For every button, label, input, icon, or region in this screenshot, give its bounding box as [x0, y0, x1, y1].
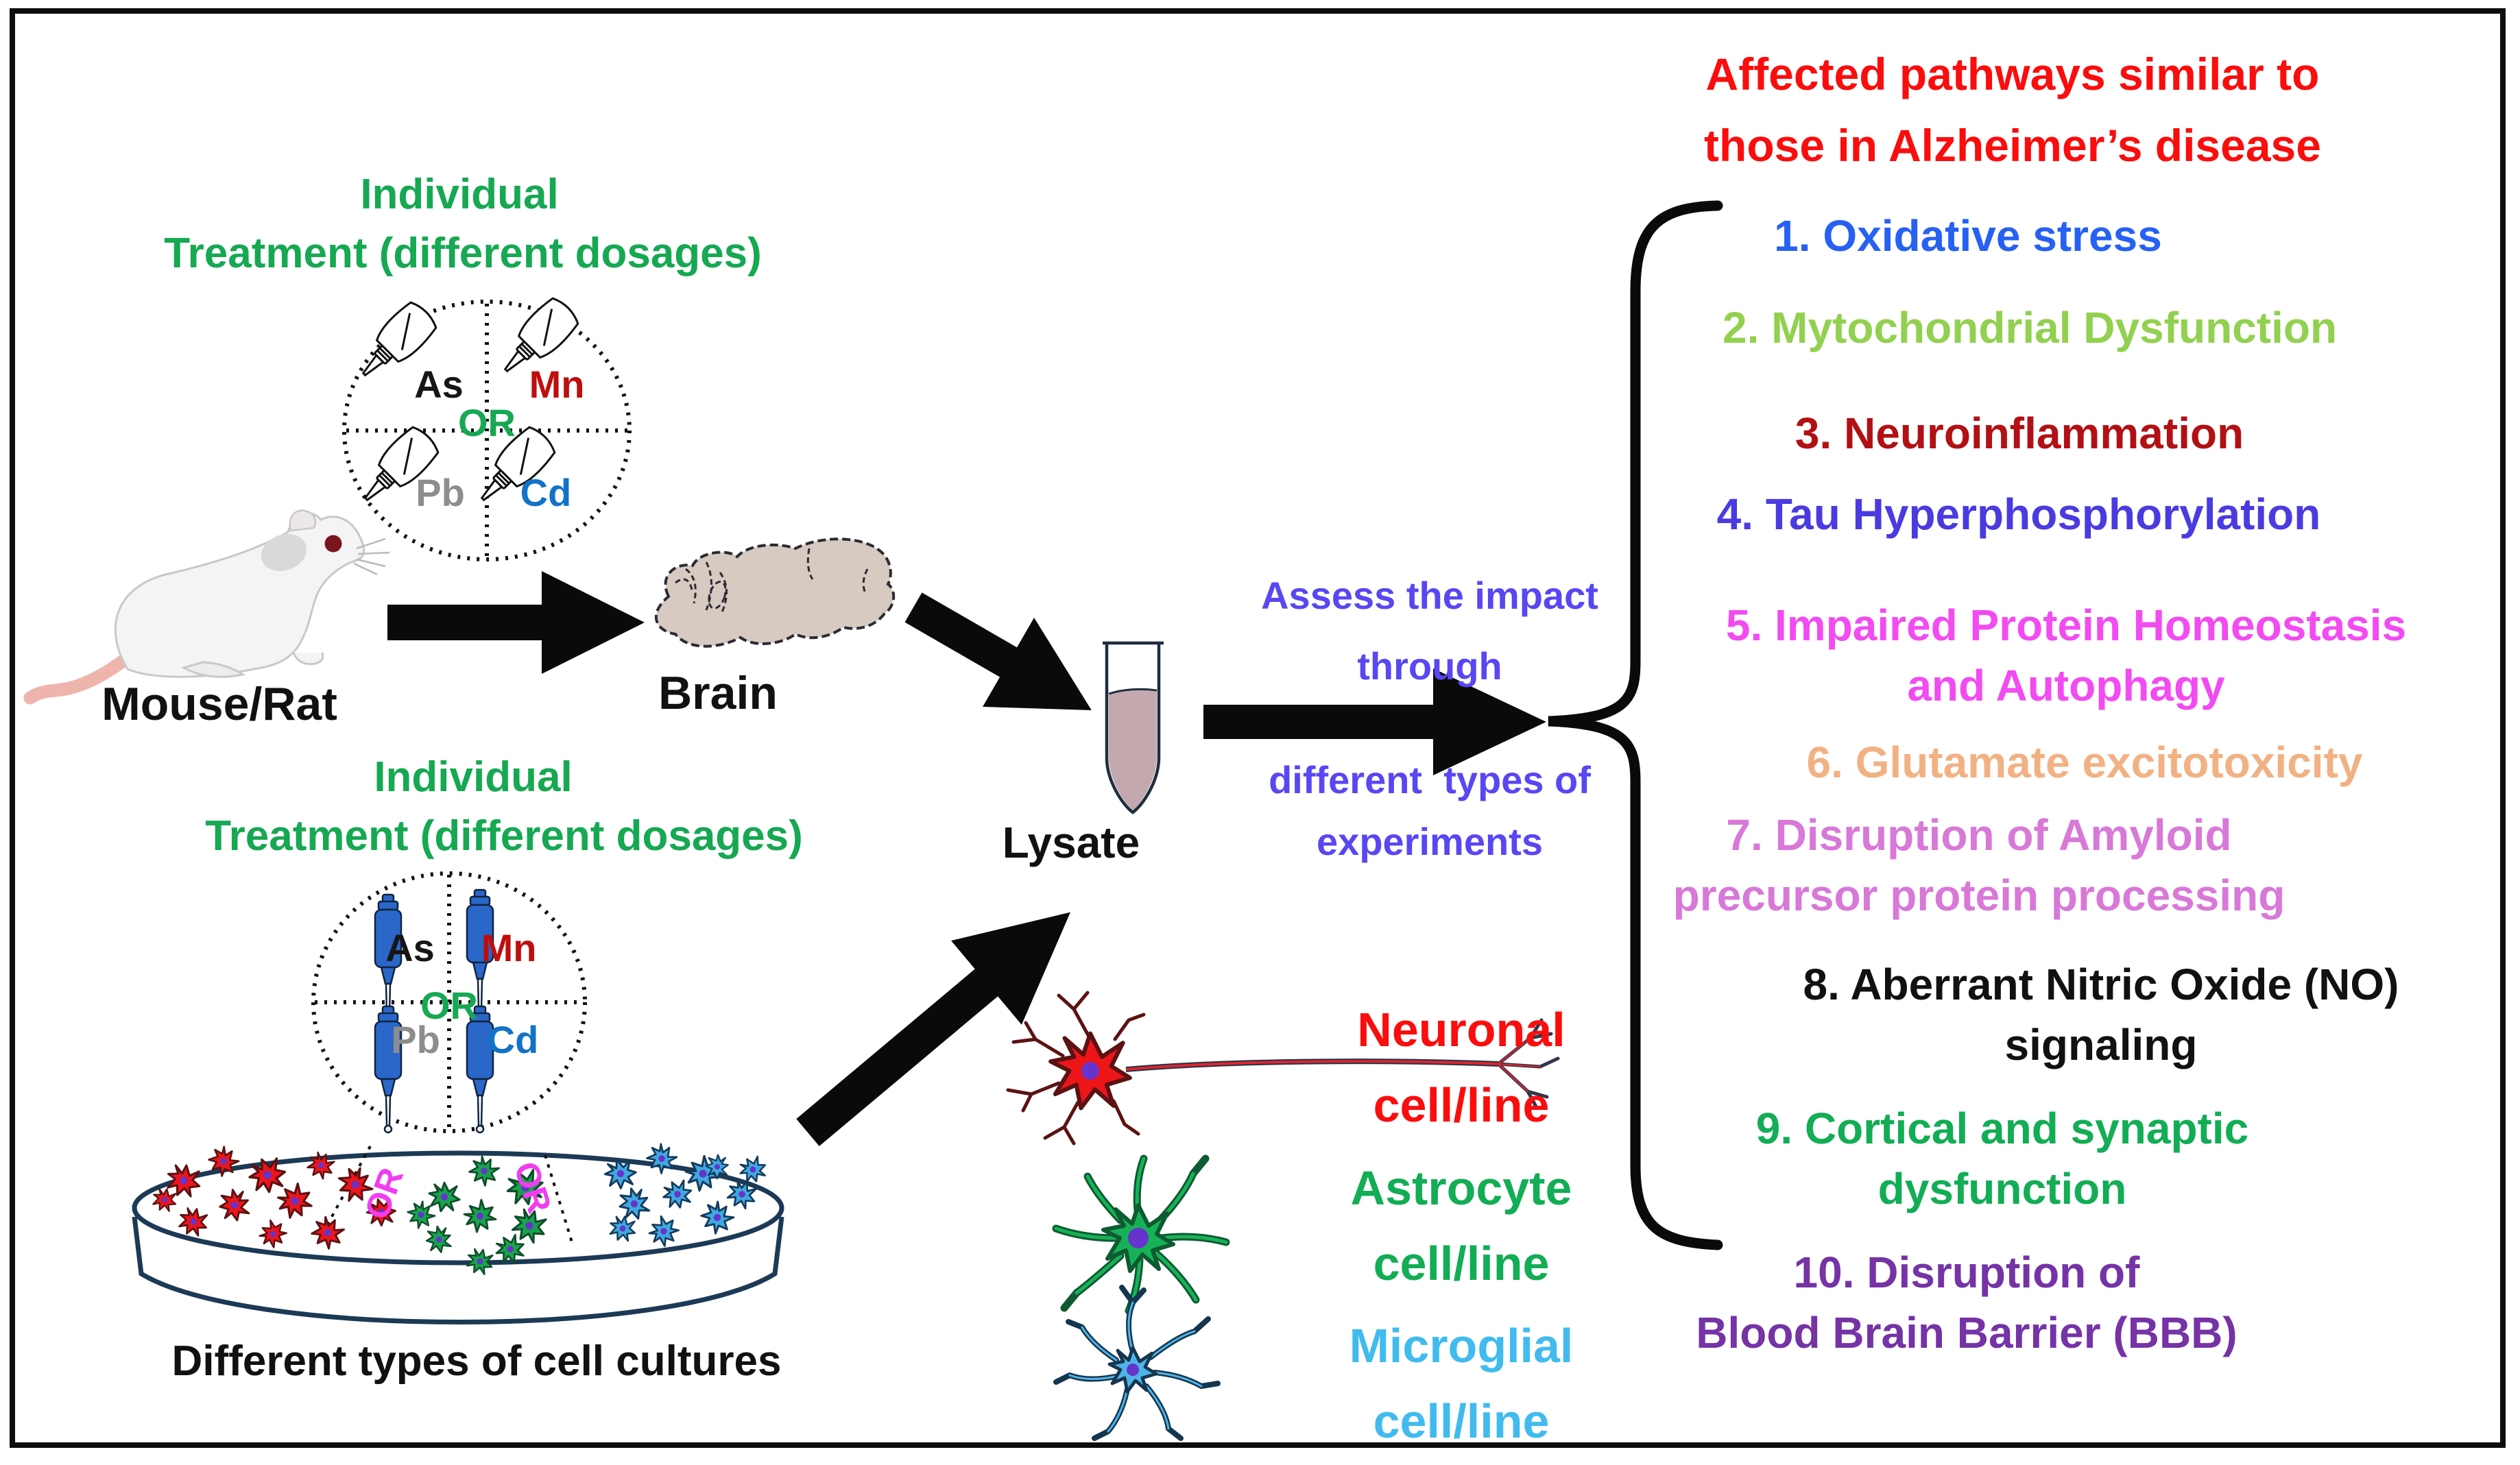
treatment-line: Treatment (different dosages) — [164, 230, 762, 277]
brain-illustration — [654, 537, 896, 648]
pathways-title: Affected pathways similar to those in Al… — [1587, 38, 2438, 181]
treatment-circle-bottom — [311, 871, 587, 1133]
astrocyte-icon — [1052, 1154, 1230, 1315]
pathway-line: 4. Tau Hyperphosphorylation — [1716, 489, 2321, 539]
arrow-up-right-icon — [796, 912, 1071, 1146]
mouse-illustration — [23, 509, 390, 705]
assess-text-line2: through — [1357, 644, 1502, 688]
or-label-bottom: OR — [420, 984, 478, 1027]
legend-microglial-label: Microglial cell/line — [1324, 1308, 1598, 1459]
pathway-line: precursor protein processing — [1672, 871, 2285, 920]
legend-line: Neuronal — [1357, 1003, 1565, 1056]
pathway-line: signaling — [2004, 1020, 2198, 1069]
pathway-item-4: 4. Tau Hyperphosphorylation — [1594, 484, 2444, 544]
arrow-to-pathways-icon — [1203, 668, 1546, 775]
pathway-item-7: 7. Disruption of Amyloid precursor prote… — [1554, 805, 2404, 925]
assess-text-line1: Assess the impact — [1261, 574, 1598, 617]
lysate-label: Lysate — [1002, 818, 1140, 867]
diagram-border — [10, 8, 2506, 1448]
pathway-line: and Autophagy — [1907, 661, 2225, 710]
pathway-item-2: 2. Mytochondrial Dysfunction — [1605, 298, 2455, 358]
pathway-line: 10. Disruption of — [1793, 1248, 2140, 1297]
metal-label-mn-top: Mn — [529, 363, 585, 406]
pathway-line: 3. Neuroinflammation — [1795, 409, 2244, 458]
brain-label: Brain — [658, 667, 778, 719]
legend-line: cell/line — [1373, 1078, 1550, 1132]
pathway-line: 8. Aberrant Nitric Oxide (NO) — [1803, 960, 2399, 1009]
metal-label-pb-bottom: Pb — [391, 1018, 440, 1061]
microglia-icon — [1053, 1285, 1221, 1441]
pathways-title-line: those in Alzheimer’s disease — [1704, 120, 2321, 171]
treatment-circle-top — [342, 300, 632, 561]
pathway-item-8: 8. Aberrant Nitric Oxide (NO) signaling — [1676, 954, 2520, 1075]
neuron-icon — [1006, 991, 1560, 1146]
pathway-item-1: 1. Oxidative stress — [1543, 206, 2393, 266]
pathway-line: Blood Brain Barrier (BBB) — [1696, 1308, 2237, 1357]
assess-text-line4: experiments — [1317, 820, 1543, 863]
treatment-line: Individual — [360, 171, 559, 218]
legend-line: Microglial — [1349, 1319, 1574, 1372]
or-label-top: OR — [458, 401, 516, 444]
metal-label-mn-bottom: Mn — [481, 926, 537, 969]
pathways-title-line: Affected pathways similar to — [1705, 49, 2320, 99]
legend-line: cell/line — [1373, 1237, 1550, 1290]
curly-brace — [1548, 200, 1723, 1250]
legend-astrocyte-label: Astrocyte cell/line — [1324, 1150, 1598, 1301]
pathway-line: 1. Oxidative stress — [1774, 211, 2162, 261]
legend-line: cell/line — [1373, 1394, 1550, 1448]
metal-label-as-bottom: As — [385, 926, 435, 969]
pathway-line: 6. Glutamate excitotoxicity — [1806, 738, 2363, 787]
petri-dish-illustration — [132, 1139, 784, 1324]
treatment-label-bottom-line2: Treatment (different dosages) — [127, 810, 881, 862]
metal-label-as-top: As — [414, 363, 464, 406]
dish-caption: Different types of cell cultures — [171, 1337, 782, 1385]
pathway-item-9: 9. Cortical and synaptic dysfunction — [1577, 1098, 2427, 1219]
pathway-line: 7. Disruption of Amyloid — [1726, 810, 2232, 860]
arrow-diagonal-icon — [904, 592, 1092, 710]
pathway-item-5: 5. Impaired Protein Homeostasis and Auto… — [1641, 595, 2491, 716]
arrow-right-icon — [387, 571, 645, 674]
legend-neuronal-label: Neuronal cell/line — [1324, 992, 1598, 1143]
treatment-line: Individual — [374, 753, 573, 801]
metal-label-cd-top: Cd — [520, 471, 572, 514]
treatment-label-bottom: Individual — [281, 751, 665, 803]
pathway-line: dysfunction — [1877, 1164, 2127, 1213]
pathway-line: 5. Impaired Protein Homeostasis — [1725, 601, 2407, 650]
metal-label-pb-top: Pb — [416, 471, 465, 514]
treatment-line: Treatment (different dosages) — [205, 812, 803, 860]
treatment-label-top: Individual — [267, 169, 651, 221]
pathway-line: 2. Mytochondrial Dysfunction — [1722, 303, 2338, 352]
legend-line: Astrocyte — [1350, 1161, 1572, 1215]
assess-text-line3: different types of — [1269, 758, 1591, 801]
treatment-label-top-line2: Treatment (different dosages) — [86, 228, 840, 280]
pathway-item-6: 6. Glutamate excitotoxicity — [1659, 732, 2510, 792]
metal-label-cd-bottom: Cd — [487, 1018, 539, 1061]
pathway-item-3: 3. Neuroinflammation — [1594, 403, 2445, 463]
lysate-tube-icon — [1103, 641, 1164, 814]
mouse-label: Mouse/Rat — [101, 678, 337, 730]
pathway-item-10: 10. Disruption of Blood Brain Barrier (B… — [1541, 1242, 2392, 1363]
pathway-line: 9. Cortical and synaptic — [1755, 1104, 2249, 1153]
